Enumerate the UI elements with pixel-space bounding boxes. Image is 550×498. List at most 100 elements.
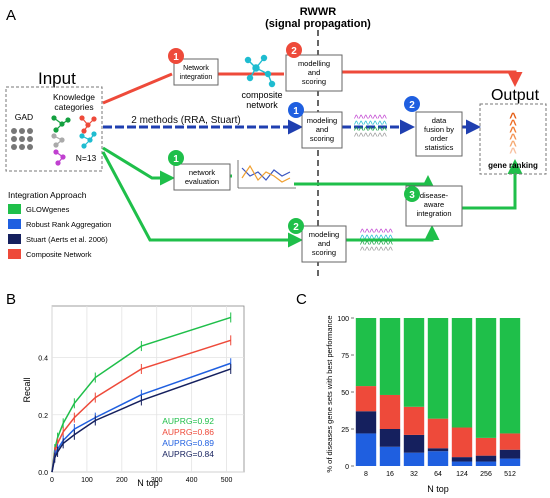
chart-c-ytick-label: 50 [341, 390, 349, 397]
ranked-list-chevrons-mid: ^^^^^^^ ^^^^^^^ ^^^^^^^ ^^^^^^^ [354, 114, 387, 143]
gad-label: GAD [15, 112, 33, 122]
svg-text:2: 2 [409, 100, 415, 111]
composite-network-icon [244, 54, 276, 88]
chart-c-bar-segment [499, 449, 521, 459]
chart-c-bar-segment [403, 406, 425, 435]
svg-text:1: 1 [173, 52, 179, 63]
svg-text:^: ^ [509, 124, 517, 139]
composite-network-label-1: composite [241, 90, 282, 100]
composite-network-label-2: network [246, 100, 278, 110]
svg-text:modeling: modeling [307, 116, 337, 125]
chart-c-bar-segment [355, 318, 377, 387]
svg-text:^^^^^^^: ^^^^^^^ [354, 132, 387, 143]
panel-label-b: B [6, 291, 16, 308]
chart-c-bar-segment [475, 318, 497, 438]
composite-path [102, 70, 523, 105]
chart-c-bar-segment [403, 318, 425, 407]
svg-text:and: and [308, 68, 321, 77]
svg-text:^: ^ [509, 110, 517, 125]
chart-c-ytick-label: 25 [341, 427, 349, 434]
svg-text:evaluation: evaluation [185, 177, 219, 186]
chart-c-bar-segment [403, 452, 425, 466]
svg-text:scoring: scoring [302, 77, 326, 86]
chart-c-ytick-label: 100 [337, 316, 349, 323]
svg-text:Network: Network [183, 65, 209, 72]
svg-text:modelling: modelling [298, 59, 330, 68]
svg-text:1: 1 [293, 106, 299, 117]
svg-text:^^^^^^^: ^^^^^^^ [360, 246, 393, 257]
box-network-evaluation: network evaluation [173, 163, 231, 191]
legend-label: GLOWgenes [26, 205, 70, 214]
chart-b-ytick-label: 0.4 [38, 356, 48, 363]
chart-c-bar-segment [355, 386, 377, 412]
svg-text:modeling: modeling [309, 230, 339, 239]
ranked-list-chevrons-bottom: ^^^^^^^ ^^^^^^^ ^^^^^^^ ^^^^^^^ [360, 228, 393, 257]
chart-b-xtick-label: 200 [116, 477, 128, 484]
knowledge-line2: categories [54, 102, 93, 112]
svg-text:^^^^^^^: ^^^^^^^ [354, 114, 387, 125]
legend-title: Integration Approach [8, 190, 87, 200]
chart-c-bar-segment [475, 437, 497, 456]
svg-text:^^^^^^^: ^^^^^^^ [360, 234, 393, 245]
chart-c-bar-segment [355, 411, 377, 434]
svg-text:aware: aware [424, 200, 444, 209]
svg-text:disease-: disease- [420, 191, 449, 200]
chart-c-xtick-label: 16 [386, 471, 394, 478]
svg-text:^^^^^^^: ^^^^^^^ [360, 228, 393, 239]
svg-text:integration: integration [180, 74, 213, 81]
chart-c-bar-segment [451, 457, 473, 462]
chart-c-xtick-label: 64 [434, 471, 442, 478]
legend-label: Stuart (Aerts et al. 2006) [26, 235, 108, 244]
chart-c-bar-segment [427, 451, 449, 466]
chart-c-bar-segment [379, 446, 401, 466]
svg-text:scoring: scoring [312, 248, 336, 257]
svg-text:^: ^ [509, 131, 517, 146]
legend-swatch [8, 234, 21, 244]
n-label: N=13 [76, 153, 97, 163]
legend-label: Composite Network [26, 250, 92, 259]
svg-text:^: ^ [509, 138, 517, 153]
chart-c-xtick-label: 124 [456, 471, 468, 478]
svg-text:^: ^ [509, 145, 517, 160]
chart-c-bar-segment [427, 448, 449, 452]
rwwr-subtitle: (signal propagation) [265, 18, 371, 30]
chart-b-series-label: AUPRG=0.84 [162, 449, 214, 459]
chart-c-bar-segment [451, 427, 473, 458]
svg-text:scoring: scoring [310, 134, 334, 143]
chart-c-bar-segment [427, 318, 449, 419]
chart-c-bar-segment [379, 429, 401, 447]
legend-label: Robust Rank Aggregation [26, 220, 111, 229]
chart-b-xlabel: N top [137, 478, 159, 488]
step-badges: 1 2 1 2 1 3 2 [168, 42, 420, 234]
output-box [479, 103, 547, 175]
chart-b-ylabel: Recall [22, 377, 32, 402]
panel-label-c: C [296, 291, 307, 308]
chart-c-ylabel: % of diseases gene sets with best perfor… [325, 315, 334, 472]
knowledge-network-icons [51, 115, 97, 166]
svg-text:^: ^ [509, 117, 517, 132]
svg-text:1: 1 [173, 154, 179, 165]
gene-ranking-label: gene ranking [488, 161, 538, 170]
rwwr-title: RWWR [300, 6, 337, 18]
svg-text:2: 2 [293, 222, 299, 233]
chart-c-xlabel: N top [427, 484, 449, 494]
chart-c-bar-segment [355, 433, 377, 466]
chart-b-series-label: AUPRG=0.89 [162, 438, 214, 448]
chart-c-ytick-label: 0 [345, 464, 349, 471]
chart-c-xtick-label: 8 [364, 471, 368, 478]
chart-c-bar-segment [499, 458, 521, 466]
methods-label: 2 methods (RRA, Stuart) [131, 115, 240, 126]
svg-text:data: data [432, 116, 447, 125]
chart-c-bar-segment [451, 318, 473, 428]
chart-c-xtick-label: 32 [410, 471, 418, 478]
box-modeling-mid: modeling and scoring [301, 111, 343, 149]
svg-text:integration: integration [416, 209, 451, 218]
chart-b-plot-area [51, 305, 245, 473]
chart-c-bar-segment [499, 433, 521, 450]
knowledge-line1: Knowledge [53, 92, 95, 102]
chart-b-ytick-label: 0.2 [38, 413, 48, 420]
chart-c-xtick-label: 256 [480, 471, 492, 478]
